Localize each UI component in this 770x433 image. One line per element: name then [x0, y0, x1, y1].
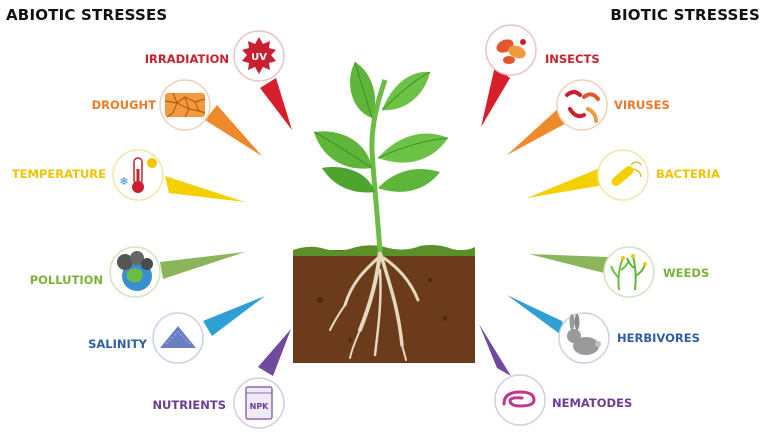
nematode-icon: [494, 374, 546, 426]
label-nutrients: NUTRIENTS: [152, 398, 226, 412]
herbivores-wedge: [507, 295, 568, 340]
salinity-wedge: [203, 296, 265, 336]
wedges: [160, 66, 612, 376]
leaf-mid-right: [378, 133, 448, 163]
label-insects: INSECTS: [545, 52, 600, 66]
leaf-top-right: [382, 71, 430, 111]
drought-wedge: [205, 105, 262, 156]
svg-text:❄: ❄: [119, 175, 128, 188]
pollution-wedge: [160, 252, 245, 279]
virus-icon: [556, 79, 608, 131]
leaf-low-right: [378, 168, 440, 192]
abiotic-heading: ABIOTIC STRESSES: [6, 6, 168, 24]
temperature-wedge: [165, 176, 245, 202]
weeds-wedge: [529, 254, 612, 275]
label-herbivores: HERBIVORES: [617, 331, 700, 345]
label-weeds: WEEDS: [663, 266, 710, 280]
biotic-heading: BIOTIC STRESSES: [610, 6, 760, 24]
roots: [329, 248, 420, 361]
label-temperature: TEMPERATURE: [11, 167, 106, 181]
label-nematodes: NEMATODES: [552, 396, 633, 410]
bacteria-icon: [597, 149, 649, 201]
insect-icon: [485, 24, 537, 76]
label-viruses: VIRUSES: [614, 98, 670, 112]
label-salinity: SALINITY: [88, 337, 147, 351]
polluted-earth-icon: [109, 246, 161, 298]
uv-sun-icon: UV: [233, 30, 285, 82]
rabbit-icon: [558, 312, 610, 364]
cracked-soil-icon: [159, 79, 211, 131]
label-bacteria: BACTERIA: [656, 167, 720, 181]
nutrients-wedge: [258, 329, 291, 376]
label-drought: DROUGHT: [91, 98, 156, 112]
irradiation-wedge: [260, 78, 292, 130]
thermometer-icon: ❄: [112, 149, 164, 201]
salt-pile-icon: [152, 312, 204, 364]
weeds-icon: [603, 246, 655, 298]
insects-wedge: [481, 66, 510, 127]
uv-label: UV: [251, 52, 267, 63]
leaf-top-left: [350, 62, 376, 118]
viruses-wedge: [507, 106, 572, 155]
npk-label: NPK: [250, 402, 270, 411]
bacteria-wedge: [527, 168, 604, 198]
leaf-low-left: [322, 167, 375, 193]
label-irradiation: IRRADIATION: [144, 52, 229, 66]
label-pollution: POLLUTION: [29, 273, 103, 287]
fertilizer-bag-icon: NPK: [233, 377, 285, 429]
plant: [313, 61, 449, 253]
nematodes-wedge: [479, 324, 511, 376]
